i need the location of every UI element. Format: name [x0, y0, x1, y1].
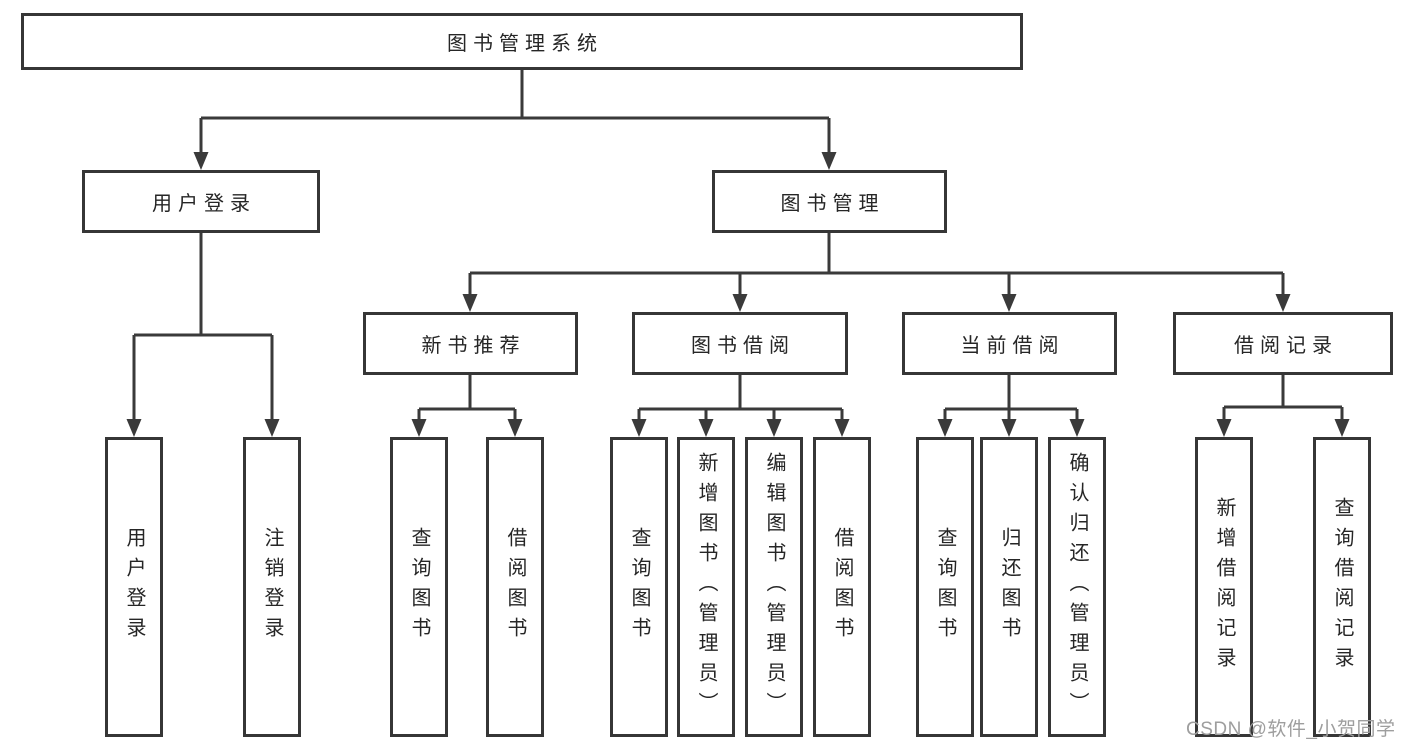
leaf-label: 借阅图书	[504, 527, 526, 647]
leaf-borrow-books: 借阅图书	[813, 437, 871, 737]
connector-records-children	[1216, 375, 1350, 437]
leaf-label: 查询图书	[934, 527, 956, 647]
leaf-label: 用户登录	[123, 527, 145, 647]
watermark-text: CSDN @软件_小贺同学	[1186, 719, 1396, 740]
leaf-label: 归还图书	[998, 527, 1020, 647]
leaf-query-books-new: 查询图书	[390, 437, 448, 737]
leaf-query-borrow-record: 查询借阅记录	[1313, 437, 1371, 737]
connector-user-login-children	[126, 233, 280, 437]
leaf-query-books-borrow: 查询图书	[610, 437, 668, 737]
connector-root-to-level2	[193, 69, 837, 170]
node-current-borrowing: 当前借阅	[902, 312, 1117, 375]
leaf-logout: 注销登录	[243, 437, 301, 737]
leaf-borrow-books-new: 借阅图书	[486, 437, 544, 737]
leaf-user-login: 用户登录	[105, 437, 163, 737]
leaf-return-books: 归还图书	[980, 437, 1038, 737]
leaf-label: 借阅图书	[831, 527, 853, 647]
leaf-label: 确认归还（管理员）	[1066, 452, 1088, 722]
leaf-confirm-return-admin: 确认归还（管理员）	[1048, 437, 1106, 737]
connector-new-books-children	[411, 375, 523, 437]
leaf-label: 查询图书	[628, 527, 650, 647]
node-book-management: 图书管理	[712, 170, 947, 233]
leaf-label: 编辑图书（管理员）	[763, 452, 785, 722]
leaf-label: 注销登录	[261, 527, 283, 647]
leaf-label: 查询借阅记录	[1331, 497, 1353, 677]
leaf-label: 新增借阅记录	[1213, 497, 1235, 677]
node-user-login: 用户登录	[82, 170, 320, 233]
leaf-add-borrow-record: 新增借阅记录	[1195, 437, 1253, 737]
leaf-query-books-current: 查询图书	[916, 437, 974, 737]
connector-current-children	[937, 375, 1085, 437]
leaf-label: 查询图书	[408, 527, 430, 647]
connector-borrowing-children	[631, 375, 850, 437]
leaf-edit-books-admin: 编辑图书（管理员）	[745, 437, 803, 737]
node-borrowing-records: 借阅记录	[1173, 312, 1393, 375]
node-new-book-recommend: 新书推荐	[363, 312, 578, 375]
node-root: 图书管理系统	[21, 13, 1023, 70]
leaf-add-books-admin: 新增图书（管理员）	[677, 437, 735, 737]
leaf-label: 新增图书（管理员）	[695, 452, 717, 722]
node-book-borrowing: 图书借阅	[632, 312, 848, 375]
connector-book-mgmt-children	[462, 233, 1291, 312]
